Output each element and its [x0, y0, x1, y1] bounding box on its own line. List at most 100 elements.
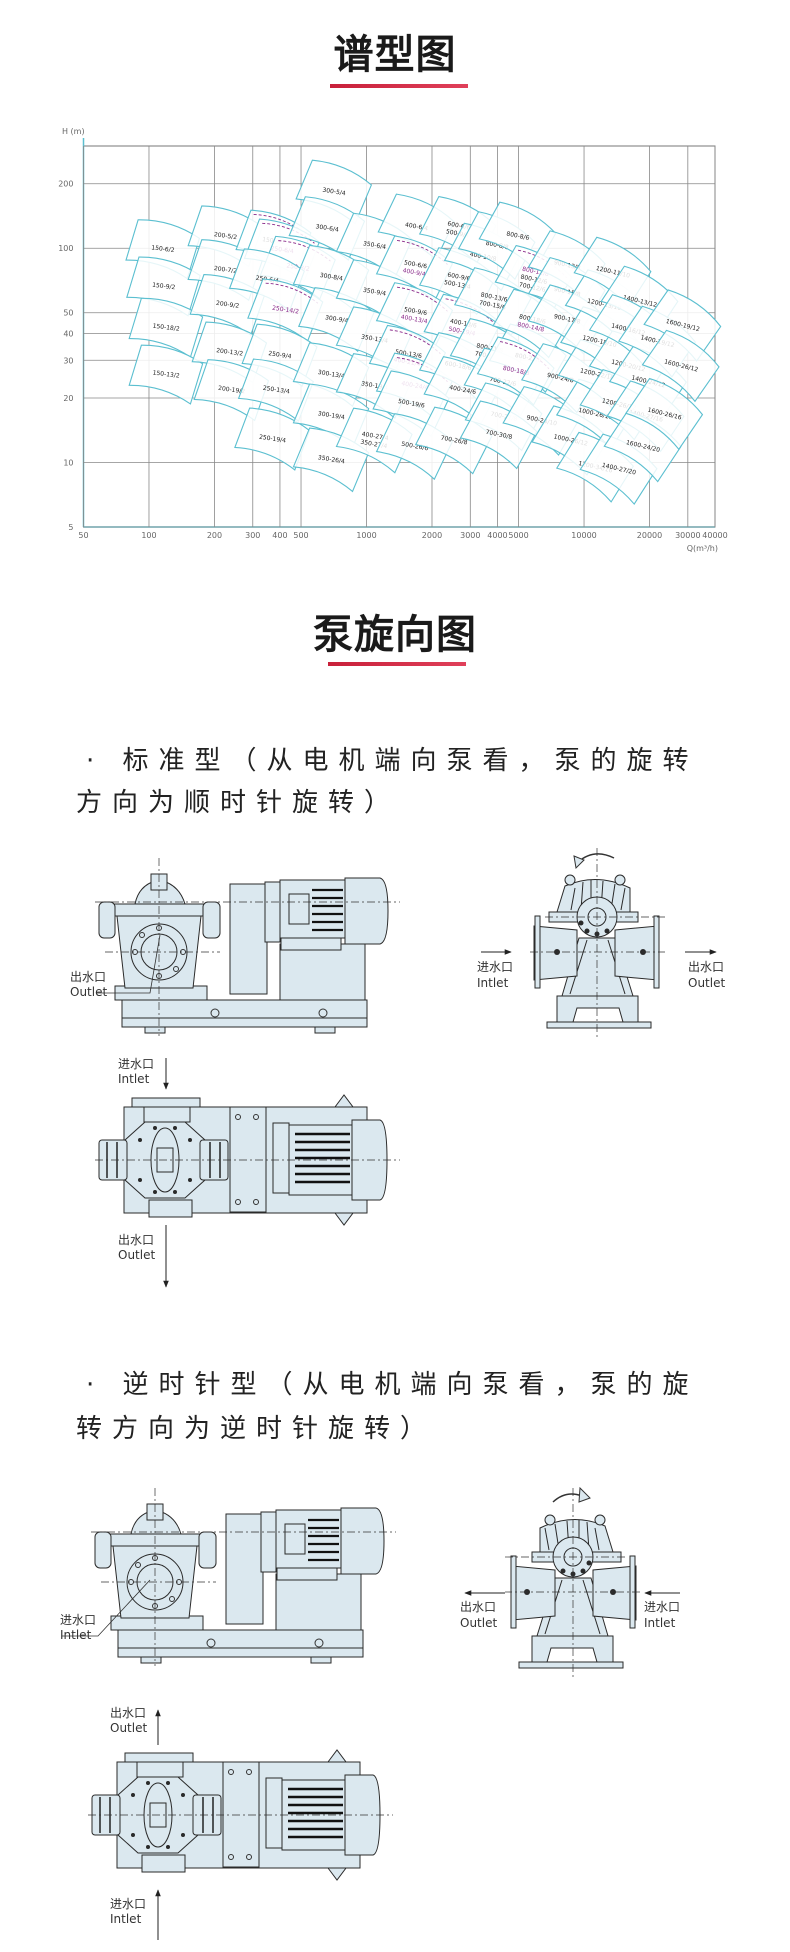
region-label: 350-6/4	[362, 240, 386, 251]
region-label: 300-13/4	[317, 369, 345, 380]
region-label: 800-8/8	[485, 240, 509, 251]
region-label: 800-8/6	[506, 230, 530, 242]
end-inlet-label-en: Intlet	[477, 976, 509, 990]
region-label: 500-26/6	[401, 441, 429, 453]
y-tick-label: 50	[63, 309, 73, 318]
x-tick-label: 400	[272, 531, 287, 540]
rotation-arrowhead-icon	[573, 855, 585, 870]
region-label: 500-6/6	[403, 259, 427, 270]
standard-desc-line1: · 标准型（从电机端向泵看，泵的旋转	[86, 746, 699, 776]
region-label: 250-9/4	[268, 350, 292, 360]
region-label: 700-26/8	[440, 435, 468, 447]
plan-outlet-label-en: Outlet	[118, 1248, 156, 1262]
counter-desc-line1: · 逆时针型（从电机端向泵看，泵的旋	[86, 1370, 699, 1400]
region-label: 200-13/2	[216, 347, 244, 358]
pump-model-region: 1600-26/16	[625, 377, 704, 451]
end-inlet-label-cn: 进水口	[644, 1600, 681, 1614]
rotation-arrowhead-icon	[578, 1486, 591, 1503]
side-inlet-label-cn: 进水口	[60, 1613, 97, 1627]
region-tile	[641, 329, 720, 403]
x-tick-label: 40000	[702, 531, 727, 540]
counter-end-view-group	[504, 1487, 641, 1679]
counter-side-view-drawing	[89, 1486, 398, 1668]
pump-model-region: 150-13/2	[128, 344, 204, 405]
region-label: 150-13/2	[152, 370, 180, 380]
region-label: 250-14/2	[272, 305, 300, 316]
counterclockwise-rotation-arrow-icon	[552, 1493, 583, 1503]
side-outlet-label-en: Outlet	[70, 985, 108, 999]
x-tick-label: 20000	[637, 531, 662, 540]
region-dashed-boundary	[262, 222, 315, 244]
region-label: 500-19/6	[397, 398, 425, 410]
x-tick-label: 1000	[356, 531, 376, 540]
region-label: 250-19/4	[259, 434, 287, 445]
region-tile	[625, 377, 704, 451]
region-label: 300-6/4	[315, 223, 339, 234]
side-outlet-label-cn: 出水口	[70, 970, 107, 984]
region-label: 200-7/2	[213, 265, 237, 275]
x-axis-label: Q(m³/h)	[687, 544, 718, 553]
x-tick-label: 300	[245, 531, 260, 540]
plan-outlet-label-cn: 出水口	[118, 1233, 155, 1247]
plan-outlet-label-en: Outlet	[110, 1721, 148, 1735]
y-tick-label: 10	[63, 458, 73, 467]
region-label: 150-6/2	[151, 244, 175, 254]
end-outlet-label-cn: 出水口	[460, 1600, 497, 1614]
counter-desc-line2: 转方向为逆时针旋转）	[76, 1414, 437, 1444]
pump-spectrum-chart: 150-6/2 150-9/2 150-18/2 150-13/2 200-5/2 200…	[58, 127, 728, 553]
side-inlet-label-en: Intlet	[60, 1628, 92, 1642]
region-label: 400-13/4	[400, 314, 428, 326]
y-tick-label: 5	[68, 523, 73, 532]
plan-inlet-label-en: Intlet	[118, 1072, 150, 1086]
standard-plan-view-drawing	[93, 1093, 402, 1227]
region-label: 400-6/4	[404, 221, 428, 232]
counter-end-view-drawing	[504, 1487, 641, 1679]
outlet-leader-line	[96, 934, 161, 994]
end-outlet-label-cn: 出水口	[688, 960, 725, 974]
chart-regions: 150-6/2 150-9/2 150-18/2 150-13/2 200-5/2 200…	[125, 159, 722, 505]
inlet-leader-line	[62, 1579, 151, 1637]
title-underline	[330, 84, 468, 88]
region-label: 400-27/4	[361, 431, 389, 442]
x-tick-label: 10000	[571, 531, 596, 540]
region-label: 500-13/4	[443, 279, 471, 291]
region-label: 350-27/4	[360, 439, 388, 450]
region-tile	[234, 407, 311, 471]
standard-side-view-drawing	[93, 856, 402, 1038]
region-label: 150-18/2	[152, 323, 180, 333]
pump-model-region: 1600-26/12	[641, 329, 720, 403]
region-label: 600-6/6	[447, 220, 471, 231]
region-label: 150-9/2	[152, 282, 176, 292]
region-label: 250-13/4	[262, 385, 290, 396]
plan-inlet-label-cn: 进水口	[118, 1057, 155, 1071]
x-tick-label: 100	[141, 531, 156, 540]
region-label: 200-5/2	[213, 231, 237, 241]
region-label: 300-19/4	[317, 410, 345, 421]
region-label: 300-5/4	[322, 187, 346, 198]
rotation-title: 泵旋向图	[313, 612, 477, 658]
region-label: 400-9/4	[402, 267, 426, 278]
region-label: 300-9/4	[325, 314, 349, 325]
region-label: 500-9/6	[403, 306, 427, 317]
counter-plan-view-drawing	[86, 1748, 395, 1882]
x-tick-label: 3000	[460, 531, 480, 540]
plan-inlet-label-cn: 进水口	[110, 1897, 147, 1911]
plan-outlet-label-cn: 出水口	[110, 1706, 147, 1720]
title-underline	[328, 662, 466, 666]
standard-desc-line2: 方向为顺时针旋转）	[76, 788, 401, 818]
pump-model-region: 1600-19/12	[643, 289, 722, 362]
region-tile	[128, 344, 204, 405]
region-label: 500-9/4	[445, 228, 469, 239]
region-label: 350-9/4	[362, 287, 386, 298]
region-label: 350-13/4	[361, 334, 389, 345]
plan-inlet-label-en: Intlet	[110, 1912, 142, 1926]
region-label: 200-9/2	[216, 300, 240, 310]
y-tick-label: 30	[63, 356, 73, 365]
spectrum-title: 谱型图	[333, 32, 457, 78]
y-axis-label: H (m)	[62, 127, 85, 136]
region-label: 200-19/2	[218, 385, 246, 396]
region-label: 350-19/4	[361, 380, 389, 391]
region-label: 300-8/4	[319, 272, 343, 283]
